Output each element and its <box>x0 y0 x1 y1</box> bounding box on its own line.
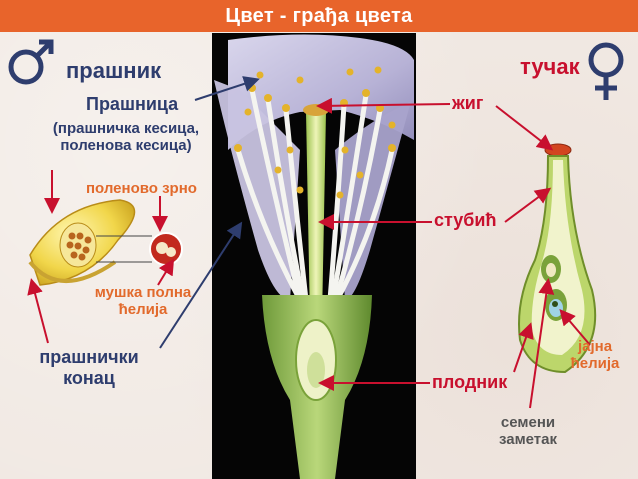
pointer-filament-detail <box>27 278 49 344</box>
stigma-label: жиг <box>452 93 484 113</box>
stamen-heading: прашник <box>66 58 162 83</box>
pointer-anther <box>194 76 260 101</box>
stamen-anthers <box>234 66 396 199</box>
ovule-line2: заметак <box>498 431 558 449</box>
ovary-label: плодник <box>432 372 508 392</box>
stamen-filaments <box>235 87 395 303</box>
filament-label: прашнички конац <box>28 347 150 388</box>
pointer-filament <box>159 221 243 349</box>
anther-note: (прашничка кесица, поленова кесица) <box>34 120 218 155</box>
male-symbol-icon <box>8 39 54 85</box>
pistil-heading: тучак <box>520 54 580 79</box>
pointer-style-detail <box>504 187 552 223</box>
page-title: Цвет - грађа цвета <box>225 4 413 27</box>
anther-note-line1: (прашничка кесица, <box>52 120 200 137</box>
egg-cell-line2: ћелија <box>570 355 620 373</box>
egg-cell-label: јајна ћелија <box>560 338 630 373</box>
sperm-cell-line2: ћелија <box>118 301 168 319</box>
pollen-grain-label: поленово зрно <box>86 180 197 197</box>
pointer-ovary-detail <box>513 322 534 373</box>
title-bar: Цвет - грађа цвета <box>0 0 638 32</box>
pointer-stigma <box>316 97 451 114</box>
filament-line1: прашнички <box>39 347 139 367</box>
anther-detail <box>28 199 183 286</box>
ovule-label: семени заметак <box>486 414 570 449</box>
pointer-ovule <box>529 278 555 409</box>
petal-left <box>214 80 300 300</box>
pistil-style <box>306 112 326 320</box>
sperm-cell-label: мушка полна ћелија <box>78 284 208 319</box>
pointer-egg <box>559 308 591 346</box>
sperm-cell-line1: мушка полна <box>94 284 192 301</box>
anther-note-line2: поленова кесица) <box>60 137 192 155</box>
petal-right <box>335 90 414 300</box>
pointer-stigma-detail <box>495 105 554 151</box>
female-symbol-icon <box>588 42 624 100</box>
egg-cell-line1: јајна <box>577 338 613 355</box>
ovule-line1: семени <box>500 414 556 431</box>
style-label: стубић <box>434 210 497 230</box>
flower-photo <box>212 33 416 479</box>
pointer-lines <box>27 76 591 409</box>
anther-label: Прашница <box>86 94 179 114</box>
pointer-sperm <box>157 258 175 286</box>
filament-line2: конац <box>63 367 115 388</box>
petal-top <box>228 34 414 150</box>
